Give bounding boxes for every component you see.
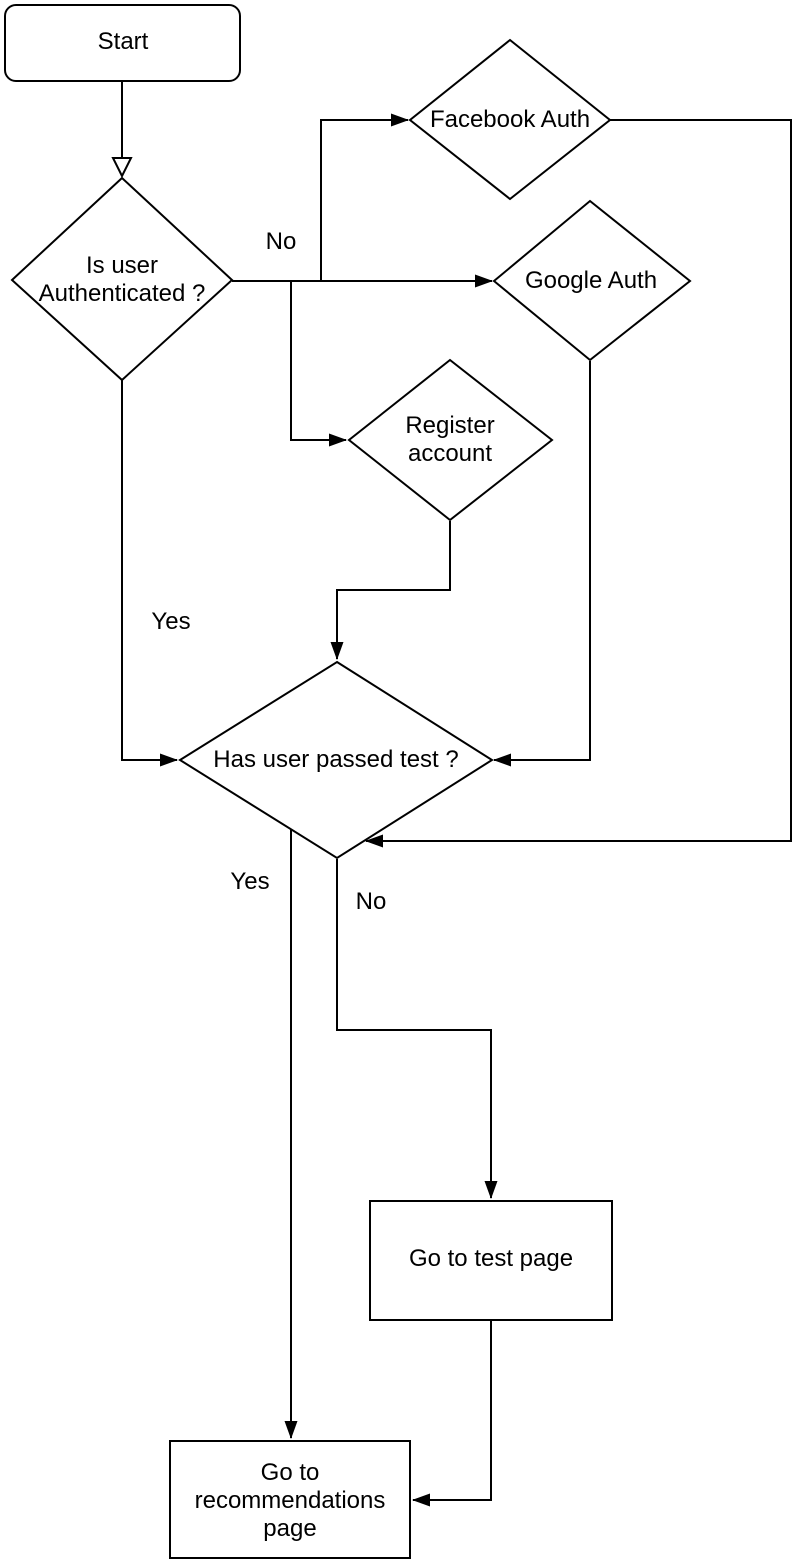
edge-no-branch-to-register bbox=[290, 281, 347, 447]
node-label-line: Google Auth bbox=[524, 267, 658, 294]
edge-no-branch-to-facebook bbox=[320, 113, 409, 281]
edge-label-auth-yes: Yes bbox=[151, 608, 191, 635]
node-label-line: Start bbox=[97, 28, 149, 55]
node-label-line: Go to test page bbox=[408, 1245, 574, 1272]
node-go-to-recommendations-page-shape bbox=[169, 1440, 411, 1559]
node-go-to-test-page-shape bbox=[369, 1200, 613, 1321]
edge-label-test-yes: Yes bbox=[230, 868, 270, 895]
node-start-shape bbox=[4, 4, 241, 82]
node-label-line: Facebook Auth bbox=[429, 106, 591, 133]
node-label-line: Register bbox=[405, 412, 495, 439]
node-label-line: recommendations bbox=[194, 1487, 386, 1514]
node-label-line: Is user bbox=[85, 252, 159, 279]
open-arrowhead-icon bbox=[111, 157, 133, 179]
node-facebook-auth-shape bbox=[408, 38, 612, 201]
edge-label-auth-no: No bbox=[265, 228, 297, 255]
edge-google-to-hastest bbox=[493, 361, 591, 767]
node-has-user-passed-test-shape bbox=[178, 660, 494, 860]
node-label-go-to-recommendations-page: Go to recommendations page bbox=[195, 1459, 386, 1543]
edge-label-test-no: No bbox=[355, 888, 387, 915]
node-label-line: page bbox=[263, 1515, 317, 1542]
node-label-start: Start bbox=[98, 28, 149, 56]
node-label-line: Has user passed test ? bbox=[213, 746, 459, 773]
node-label-google-auth: Google Auth bbox=[525, 267, 657, 295]
node-label-go-to-test-page: Go to test page bbox=[409, 1245, 573, 1273]
edge-register-to-hastest bbox=[330, 521, 451, 660]
node-label-facebook-auth: Facebook Auth bbox=[430, 106, 590, 134]
node-google-auth-shape bbox=[492, 199, 692, 362]
node-label-has-user-passed-test: Has user passed test ? bbox=[213, 746, 458, 774]
node-label-register-account: Register account bbox=[405, 412, 494, 468]
node-label-line: Authenticated ? bbox=[38, 280, 206, 307]
edge-facebook-to-hastest bbox=[365, 119, 792, 848]
node-label-line: Go to bbox=[260, 1459, 320, 1486]
edge-no-hastest-to-testpage bbox=[336, 859, 498, 1199]
edge-testpage-to-recommendations bbox=[412, 1321, 492, 1507]
node-label-line: account bbox=[407, 440, 493, 467]
edge-yes-isauth-to-hastest bbox=[121, 380, 178, 767]
node-register-account-shape bbox=[347, 358, 554, 522]
node-label-is-user-authenticated: Is user Authenticated ? bbox=[39, 252, 206, 308]
